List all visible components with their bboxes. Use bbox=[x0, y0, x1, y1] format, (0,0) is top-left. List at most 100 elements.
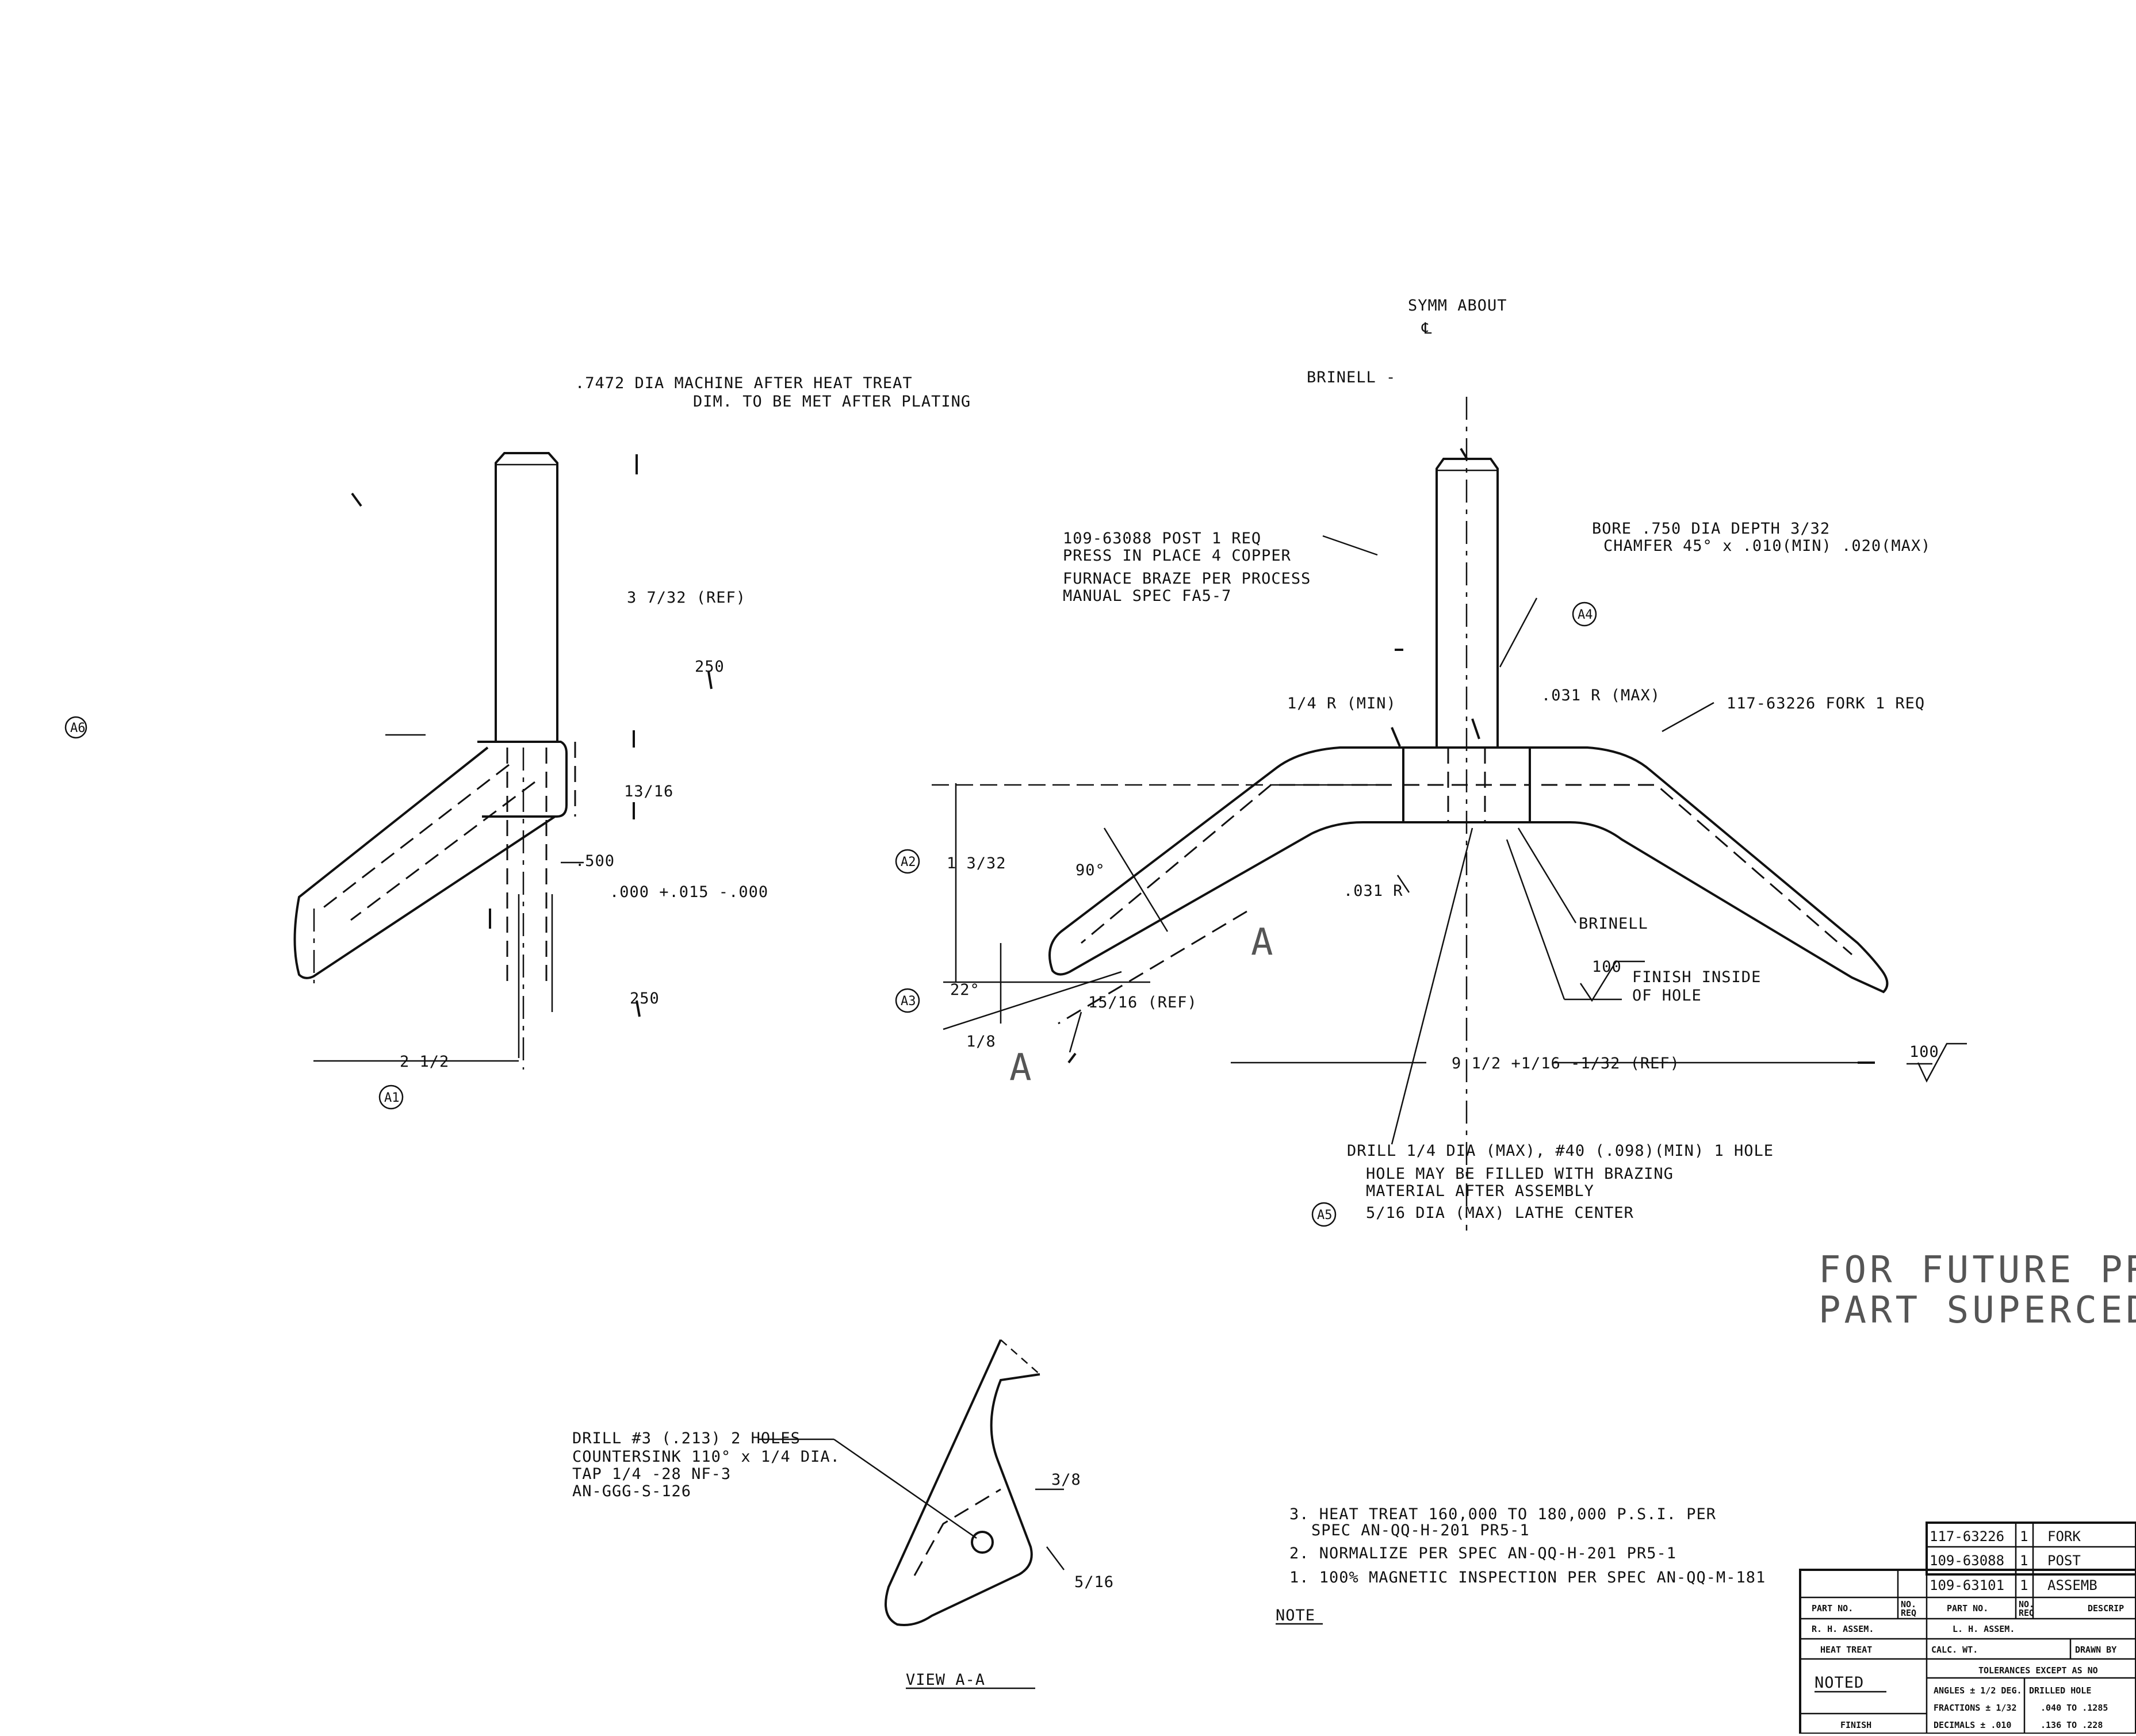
drill-holes-line-3: TAP 1/4 -28 NF-3 bbox=[572, 1465, 731, 1483]
hub-outline bbox=[477, 741, 568, 818]
drilled-range-2: .136 TO .228 bbox=[2041, 1720, 2103, 1730]
eighth-dim: 1/8 bbox=[966, 1033, 996, 1051]
ref-balloon-a4-label: A4 bbox=[1578, 608, 1593, 622]
left-hub-dim: 13/16 bbox=[624, 783, 673, 800]
note-3-line-1: 3. HEAT TREAT 160,000 TO 180,000 P.S.I. … bbox=[1289, 1505, 1716, 1523]
note-2: 2. NORMALIZE PER SPEC AN-QQ-H-201 PR5-1 bbox=[1289, 1545, 1676, 1562]
left-width-dim: 2 1/2 bbox=[400, 1053, 449, 1071]
rh-assem-label: R. H. ASSEM. bbox=[1812, 1624, 1874, 1634]
ref-balloon-a5-label: A5 bbox=[1317, 1208, 1333, 1223]
tolerances-heading: TOLERANCES EXCEPT AS NO bbox=[1978, 1665, 2098, 1676]
parts-list-upper bbox=[1926, 1522, 2136, 1576]
drill-callout-line-1: DRILL 1/4 DIA (MAX), #40 (.098)(MIN) 1 H… bbox=[1347, 1142, 1774, 1160]
leader-drill bbox=[1391, 827, 1473, 1145]
drill-callout-line-2: HOLE MAY BE FILLED WITH BRAZING bbox=[1366, 1165, 1674, 1183]
note-3-line-2: SPEC AN-QQ-H-201 PR5-1 bbox=[1311, 1522, 1530, 1539]
ref-15-16-dim: 15/16 (REF) bbox=[1088, 994, 1197, 1011]
post-callout-line-4: MANUAL SPEC FA5-7 bbox=[1063, 587, 1231, 605]
header-part-no-right: PART NO. bbox=[1947, 1603, 1988, 1614]
five-sixteenths-dim: 5/16 bbox=[1074, 1573, 1114, 1591]
finish-value: 100 bbox=[1592, 958, 1622, 976]
part-row-3-number: 109-63101 bbox=[1930, 1577, 2004, 1593]
arrow-tick bbox=[707, 671, 713, 689]
ref-balloon-a2 bbox=[895, 849, 920, 874]
angle-reference-line bbox=[943, 971, 1122, 1030]
center-view: SYMM ABOUT ℄ BRINELL - 109-63088 POST 1 … bbox=[895, 297, 1967, 1231]
header-part-no-left: PART NO. bbox=[1812, 1603, 1853, 1614]
heat-treat-value: NOTED bbox=[1815, 1674, 1864, 1692]
tolerance-fractions: FRACTIONS ± 1/32 bbox=[1934, 1703, 2017, 1713]
note-1: 1. 100% MAGNETIC INSPECTION PER SPEC AN-… bbox=[1289, 1569, 1766, 1586]
section-marker-a-right: A bbox=[1251, 921, 1277, 964]
left-bore-tol-dim: .000 +.015 -.000 bbox=[610, 883, 768, 901]
hidden-line bbox=[913, 1488, 1001, 1576]
lh-assem-label: L. H. ASSEM. bbox=[1953, 1624, 2015, 1634]
header-req-left: REQ bbox=[1901, 1608, 1916, 1618]
title-block: 117-63226 1 FORK 109-63088 1 POST 109-63… bbox=[1799, 1522, 2136, 1735]
part-row-1-number: 117-63226 bbox=[1930, 1528, 2004, 1545]
finish-check-symbol bbox=[1907, 1043, 1967, 1083]
calc-wt-label: CALC. WT. bbox=[1931, 1645, 1978, 1655]
post-outline bbox=[495, 452, 558, 742]
ref-balloon-a2-label: A2 bbox=[901, 855, 916, 869]
drill-callout-line-3: MATERIAL AFTER ASSEMBLY bbox=[1366, 1182, 1594, 1200]
header-req-right: REQ bbox=[2019, 1608, 2034, 1618]
leader-brinell bbox=[1517, 827, 1577, 923]
radius-031: .031 R bbox=[1343, 882, 1403, 900]
angle-dimension-arc bbox=[1103, 827, 1169, 932]
leader-finish bbox=[1506, 839, 1565, 1000]
finish-100-symbol: 100 bbox=[1909, 1043, 1939, 1061]
ref-balloon-a6 bbox=[64, 716, 87, 739]
future-note-line-1: FOR FUTURE PROCUR bbox=[1819, 1249, 2136, 1292]
left-view: .7472 DIA MACHINE AFTER HEAT TREAT DIM. … bbox=[64, 374, 971, 1110]
finish-note-line-1: FINISH INSIDE bbox=[1632, 968, 1761, 986]
ref-balloon-a5 bbox=[1311, 1202, 1337, 1227]
dimension-line bbox=[1046, 1546, 1065, 1570]
fork-arm-outline bbox=[293, 746, 556, 979]
part-row-3-desc: ASSEMB bbox=[2047, 1577, 2097, 1593]
part-row-1-desc: FORK bbox=[2047, 1528, 2081, 1545]
brinell-top-label: BRINELL - bbox=[1307, 369, 1396, 386]
drill-holes-line-2: COUNTERSINK 110° x 1/4 DIA. bbox=[572, 1448, 840, 1466]
part-row-1-qty: 1 bbox=[2020, 1528, 2028, 1545]
height-dim: 1 3/32 bbox=[947, 854, 1006, 872]
ref-balloon-a1 bbox=[378, 1084, 404, 1110]
left-finish-mark: 250 bbox=[630, 990, 660, 1007]
arrow-tick bbox=[351, 492, 362, 507]
general-notes: 3. HEAT TREAT 160,000 TO 180,000 P.S.I. … bbox=[1276, 1505, 1766, 1625]
ref-balloon-a4 bbox=[1572, 601, 1597, 627]
fork-left-arm bbox=[1048, 746, 1403, 976]
section-hidden-edge bbox=[1000, 1339, 1040, 1375]
left-finish-mark-2: 250 bbox=[695, 658, 725, 676]
tolerance-angles: ANGLES ± 1/2 DEG. bbox=[1934, 1685, 2022, 1696]
header-no-req-left: NO. bbox=[1901, 1599, 1916, 1609]
bore-callout-line-1: BORE .750 DIA DEPTH 3/32 bbox=[1592, 520, 1830, 538]
part-row-2-desc: POST bbox=[2047, 1553, 2081, 1569]
finish-label: FINISH bbox=[1840, 1720, 1871, 1730]
notes-heading: NOTE bbox=[1276, 1607, 1315, 1624]
header-description: DESCRIP bbox=[2088, 1603, 2124, 1614]
ref-balloon-a3 bbox=[895, 988, 920, 1013]
fork-right-arm bbox=[1530, 746, 1889, 994]
ref-balloon-a6-label: A6 bbox=[70, 721, 86, 735]
leader-line bbox=[833, 1438, 977, 1539]
drilled-holes-label: DRILLED HOLE bbox=[2029, 1685, 2091, 1696]
overall-length-dim: 9 1/2 +1/16 -1/32 (REF) bbox=[1452, 1055, 1680, 1072]
finish-symbol-check bbox=[1579, 960, 1645, 1002]
arrow-tick bbox=[1471, 718, 1480, 739]
view-aa-title: VIEW A-A bbox=[906, 1671, 985, 1689]
drill-callout-line-4: 5/16 DIA (MAX) LATHE CENTER bbox=[1366, 1204, 1634, 1222]
left-dia-note-line-2: DIM. TO BE MET AFTER PLATING bbox=[693, 393, 971, 411]
post-callout-line-1: 109-63088 POST 1 REQ bbox=[1063, 530, 1261, 547]
radius-031-max: .031 R (MAX) bbox=[1541, 687, 1660, 704]
ref-balloon-a3-label: A3 bbox=[901, 994, 916, 1009]
part-row-2-number: 109-63088 bbox=[1930, 1553, 2004, 1569]
finish-note-line-2: OF HOLE bbox=[1632, 987, 1702, 1005]
arrow-tick bbox=[1460, 447, 1469, 461]
centerline-symbol: ℄ bbox=[1421, 320, 1432, 338]
hidden-line bbox=[321, 764, 510, 910]
hidden-line bbox=[350, 781, 535, 921]
three-eighths-dim: 3/8 bbox=[1051, 1471, 1081, 1489]
